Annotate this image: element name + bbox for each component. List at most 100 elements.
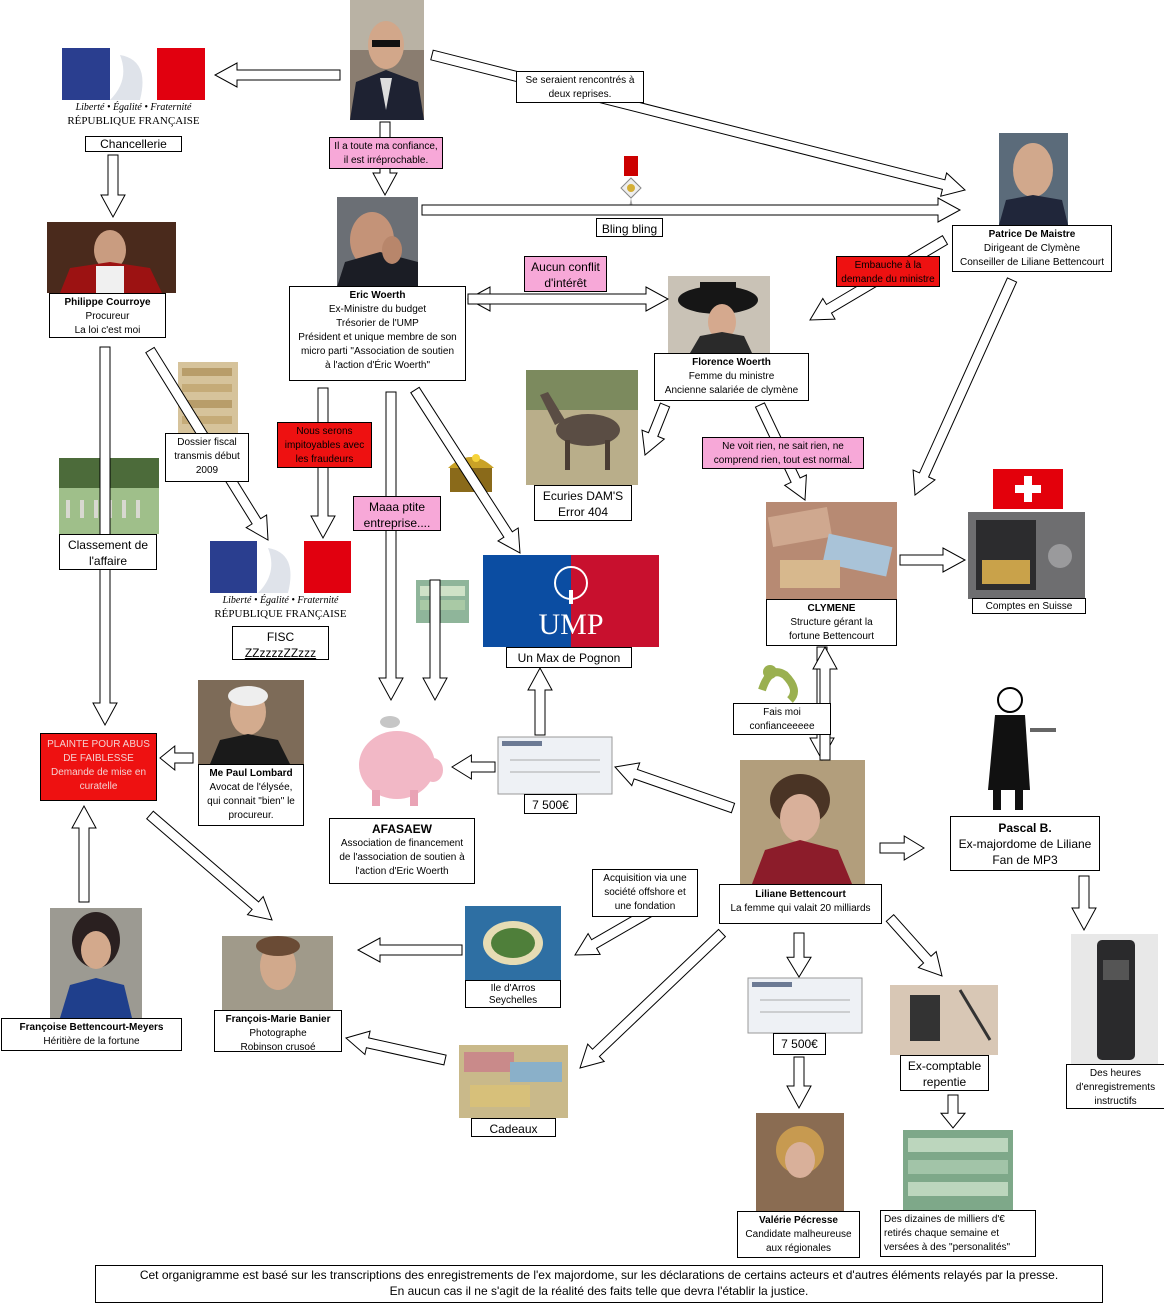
woerth-line-1: Ex-Ministre du budget — [328, 304, 427, 315]
pecresse-name: Valérie Pécresse — [759, 1215, 838, 1226]
liliane-to-cheque2-arrow — [786, 932, 812, 978]
conflit-line-1: Aucun conflit — [531, 260, 600, 274]
courroye-photo — [47, 222, 176, 293]
voitrien-label: Ne voit rien, ne sait rien, ne comprend … — [702, 437, 864, 469]
afasaew-line-2: de l'association de soutien à — [339, 852, 465, 863]
woerth-line-4: micro parti "Association de soutien — [300, 346, 455, 357]
woerth-to-ump-arrow — [410, 386, 521, 554]
courroye-box: Philippe Courroye Procureur La loi c'est… — [49, 293, 166, 338]
impitoyables-line-3: les fraudeurs — [295, 454, 354, 465]
notes-to-piggy-arrow — [422, 579, 448, 702]
afasaew-line-3: l'action d'Eric Woerth — [355, 866, 449, 877]
dizaines-box: Des dizaines de milliers d'€ retirés cha… — [880, 1210, 1036, 1257]
fisc-box: FISC ZZzzzzZZzzz — [232, 626, 329, 660]
comptable-line-2: repentie — [922, 1075, 967, 1089]
woerth-to-piggy-arrow — [378, 391, 404, 702]
pecresse-line-2: aux régionales — [765, 1243, 832, 1254]
clymene-line-1: Structure gérant la — [790, 617, 873, 628]
confiance-line-1: Il a toute ma confiance, — [334, 141, 438, 152]
afasaew-name: AFASAEW — [372, 822, 432, 836]
lombard-line-1: Avocat de l'élysée, — [209, 782, 293, 793]
footer-line-2: En aucun cas il ne s'agit de la réalité … — [389, 1284, 809, 1298]
republique-logo-2 — [210, 541, 351, 593]
clymene-to-safe-arrow — [899, 547, 967, 573]
blingbling-label: Bling bling — [596, 218, 663, 237]
dossier-line-1: Dossier fiscal — [177, 437, 237, 448]
ump-logo-text: UMP — [538, 608, 604, 641]
republique-logo-1-text: Liberté • Égalité • Fraternité RÉPUBLIQU… — [62, 102, 205, 128]
comptable-to-euros-arrow — [939, 1094, 967, 1129]
conflit-line-2: d'intérêt — [544, 276, 587, 290]
woerth-line-5: à l'action d'Éric Woerth" — [324, 360, 430, 371]
piggy-bank-icon — [359, 716, 443, 806]
woerth-photo — [337, 197, 418, 287]
pecresse-line-1: Candidate malheureuse — [745, 1229, 852, 1240]
sarkozy-to-demaistre-arrow — [430, 49, 967, 197]
plainte-line-4: curatelle — [79, 781, 118, 792]
voitrien-line-2: comprend rien, tout est normal. — [713, 455, 853, 466]
acquisition-label: Acquisition via une société offshore et … — [592, 869, 698, 917]
cheque-to-ump-arrow — [527, 666, 553, 736]
embauche-line-1: Embauche à la — [854, 260, 922, 271]
classement-box: Classement de l'affaire — [59, 534, 157, 570]
demaistre-name: Patrice De Maistre — [988, 229, 1076, 240]
plainte-to-banier-arrow — [145, 810, 273, 921]
lombard-name: Me Paul Lombard — [209, 768, 293, 779]
comptable-line-1: Ex-comptable — [907, 1059, 982, 1073]
republique-logo-1 — [62, 48, 205, 100]
confiance-line-2: il est irréprochable. — [343, 155, 429, 166]
dossier-box: Dossier fiscal transmis début 2009 — [165, 433, 249, 482]
florence-line-2: Ancienne salariée de clymène — [664, 385, 799, 396]
florence-woerth-photo — [668, 276, 770, 353]
snake-icon — [758, 665, 798, 703]
courroye-name: Philippe Courroye — [64, 297, 151, 308]
heures-line-2: d'enregistrements — [1075, 1082, 1156, 1093]
footer-line-1: Cet organigramme est basé sur les transc… — [139, 1268, 1059, 1282]
florence-name: Florence Woerth — [692, 357, 771, 368]
afasaew-line-1: Association de financement — [340, 838, 464, 849]
lombard-line-2: qui connait "bien" le — [207, 796, 295, 807]
pascal-box: Pascal B. Ex-majordome de Liliane Fan de… — [950, 816, 1100, 871]
arros-line-1: Ile d'Arros — [490, 983, 536, 994]
courroye-line-2: La loi c'est moi — [74, 325, 141, 336]
ptite-line-1: Maaa ptite — [368, 500, 426, 514]
clymene-name: CLYMENE — [807, 603, 856, 614]
arros-line-2: Seychelles — [488, 995, 538, 1006]
pascal-line-1: Ex-majordome de Liliane — [958, 837, 1092, 851]
embauche-line-2: demande du ministre — [841, 274, 935, 285]
classement-line-2: l'affaire — [88, 554, 128, 568]
confiance-label: Il a toute ma confiance, il est irréproc… — [329, 137, 443, 169]
heures-line-1: Des heures — [1089, 1068, 1142, 1079]
fais-line-2: confianceeeee — [749, 721, 815, 732]
ptite-entreprise-label: Maaa ptite entreprise.... — [353, 496, 441, 531]
cadeaux-label: Cadeaux — [471, 1118, 556, 1137]
acquisition-line-1: Acquisition via une — [603, 873, 687, 884]
liliane-name: Liliane Bettencourt — [755, 889, 846, 900]
fisc-line-1: FISC — [266, 630, 295, 644]
republique-name-2: RÉPUBLIQUE FRANÇAISE — [214, 608, 347, 620]
clymene-line-2: fortune Bettencourt — [788, 631, 875, 642]
demaistre-box: Patrice De Maistre Dirigeant de Clymène … — [952, 225, 1112, 272]
heures-line-3: instructifs — [1094, 1096, 1137, 1107]
francoise-box: Françoise Bettencourt-Meyers Héritière d… — [1, 1018, 182, 1051]
acquisition-line-2: société offshore et — [604, 887, 686, 898]
afasaew-box: AFASAEW Association de financement de l'… — [329, 818, 475, 884]
woerth-to-demaistre-arrow — [421, 197, 962, 223]
embauche-label: Embauche à la demande du ministre — [836, 256, 940, 287]
dossier-line-2: transmis début — [174, 451, 240, 462]
lombard-photo — [198, 680, 304, 764]
conflit-label: Aucun conflit d'intérêt — [524, 256, 607, 292]
impitoyables-label: Nous serons impitoyables avec les fraude… — [277, 422, 372, 468]
francoise-photo — [50, 908, 142, 1018]
ecuries-box: Ecuries DAM'S Error 404 — [534, 485, 632, 521]
voitrien-line-1: Ne voit rien, ne sait rien, ne — [722, 441, 844, 452]
banier-line-2: Robinson crusoé — [240, 1042, 316, 1053]
classement-line-1: Classement de — [67, 538, 149, 552]
pecresse-box: Valérie Pécresse Candidate malheureuse a… — [737, 1211, 860, 1258]
banier-box: François-Marie Banier Photographe Robins… — [214, 1010, 342, 1053]
courroye-line-1: Procureur — [85, 311, 130, 322]
banier-line-1: Photographe — [249, 1028, 307, 1039]
conflit-right-arrow — [467, 286, 670, 312]
euro-bills-photo — [903, 1130, 1013, 1210]
